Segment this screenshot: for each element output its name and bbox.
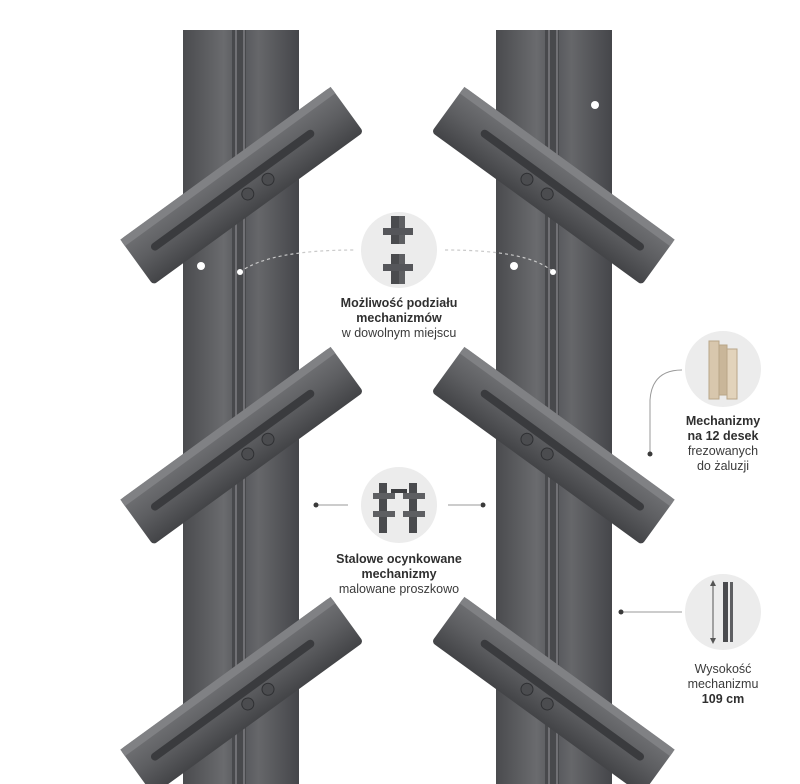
boards-subtitle-2: do żaluzji	[696, 459, 750, 473]
height-measure-icon	[710, 580, 733, 644]
division-title-2: mechanizmów	[356, 311, 442, 325]
post-hole	[510, 262, 518, 270]
post-hole	[197, 262, 205, 270]
connector-dot	[237, 269, 243, 275]
connector-dot	[618, 609, 624, 615]
steel-thumbnail	[361, 467, 437, 543]
division-connector-left	[239, 249, 356, 273]
division-thumbnail	[361, 212, 437, 288]
boards-title-2: na 12 desek	[687, 429, 759, 443]
steel-subtitle: malowane proszkowo	[338, 582, 460, 596]
split-mechanism-icon	[383, 216, 413, 284]
boards-thumbnail	[685, 331, 761, 407]
connector-dot	[550, 269, 556, 275]
height-caption: Wysokość mechanizmu 109 cm	[668, 662, 778, 707]
post-hole	[591, 101, 599, 109]
left-blade-1	[120, 86, 362, 284]
steel-title-2: mechanizmy	[361, 567, 437, 581]
boards-caption: Mechanizmy na 12 desek frezowanych do ża…	[668, 414, 778, 474]
height-title-1: Wysokość	[694, 662, 752, 676]
wood-boards-icon	[708, 340, 738, 400]
height-value: 109 cm	[701, 692, 745, 706]
steel-title-1: Stalowe ocynkowane	[336, 552, 462, 566]
height-thumbnail	[685, 574, 761, 650]
division-connector-right	[444, 249, 554, 273]
division-caption: Możliwość podziału mechanizmów w dowolny…	[322, 296, 476, 341]
height-title-2: mechanizmu	[687, 677, 759, 691]
left-blade-2	[120, 346, 362, 544]
right-blade-2	[433, 346, 675, 544]
boards-subtitle-1: frezowanych	[687, 444, 759, 458]
connector-dot	[647, 451, 653, 457]
right-blade-3	[433, 596, 675, 784]
left-blade-3	[120, 596, 362, 784]
right-blade-1	[433, 86, 675, 284]
connector-dot	[313, 502, 319, 508]
steel-mechanism-icon	[373, 483, 425, 533]
steel-caption: Stalowe ocynkowane mechanizmy malowane p…	[322, 552, 476, 597]
division-subtitle: w dowolnym miejscu	[341, 326, 457, 340]
connector-dot	[480, 502, 486, 508]
boards-title-1: Mechanizmy	[685, 414, 761, 428]
division-title-1: Możliwość podziału	[340, 296, 458, 310]
boards-connector	[649, 369, 683, 452]
